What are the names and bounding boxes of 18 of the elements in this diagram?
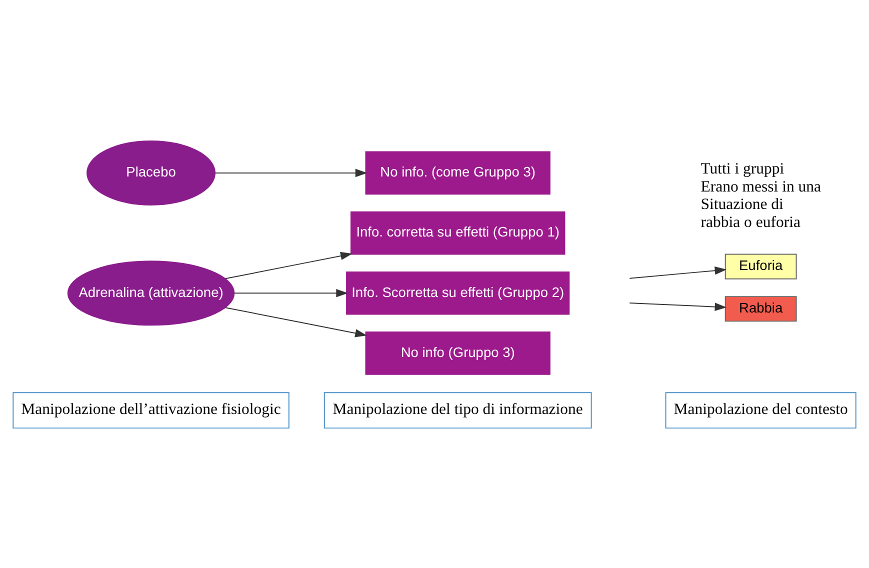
node-box: Rabbia	[724, 296, 797, 322]
arrow	[224, 306, 367, 337]
node-ellipse: Placebo	[86, 140, 216, 205]
arrow	[224, 251, 352, 279]
node-box: Manipolazione del tipo di informazione	[324, 392, 592, 428]
node-box: No info (Gruppo 3)	[365, 331, 550, 374]
arrow	[234, 288, 348, 297]
node-box: Manipolazione dell’attivazione fisiologic	[12, 392, 290, 428]
node-box: Manipolazione del contesto	[665, 392, 856, 428]
arrow	[629, 266, 727, 278]
arrow	[214, 168, 368, 177]
node-box: Info. corretta su effetti (Gruppo 1)	[350, 210, 566, 254]
node-box: Euforia	[724, 253, 797, 279]
label: Tutti i gruppi Erano messi in una Situazione di rabbia o euforia	[700, 160, 822, 230]
node-box: No info. (come Gruppo 3)	[365, 150, 550, 194]
node-box: Info. Scorretta su effetti (Gruppo 2)	[346, 270, 570, 314]
arrow	[629, 302, 727, 310]
node-ellipse: Adrenalina (attivazione)	[67, 260, 235, 326]
